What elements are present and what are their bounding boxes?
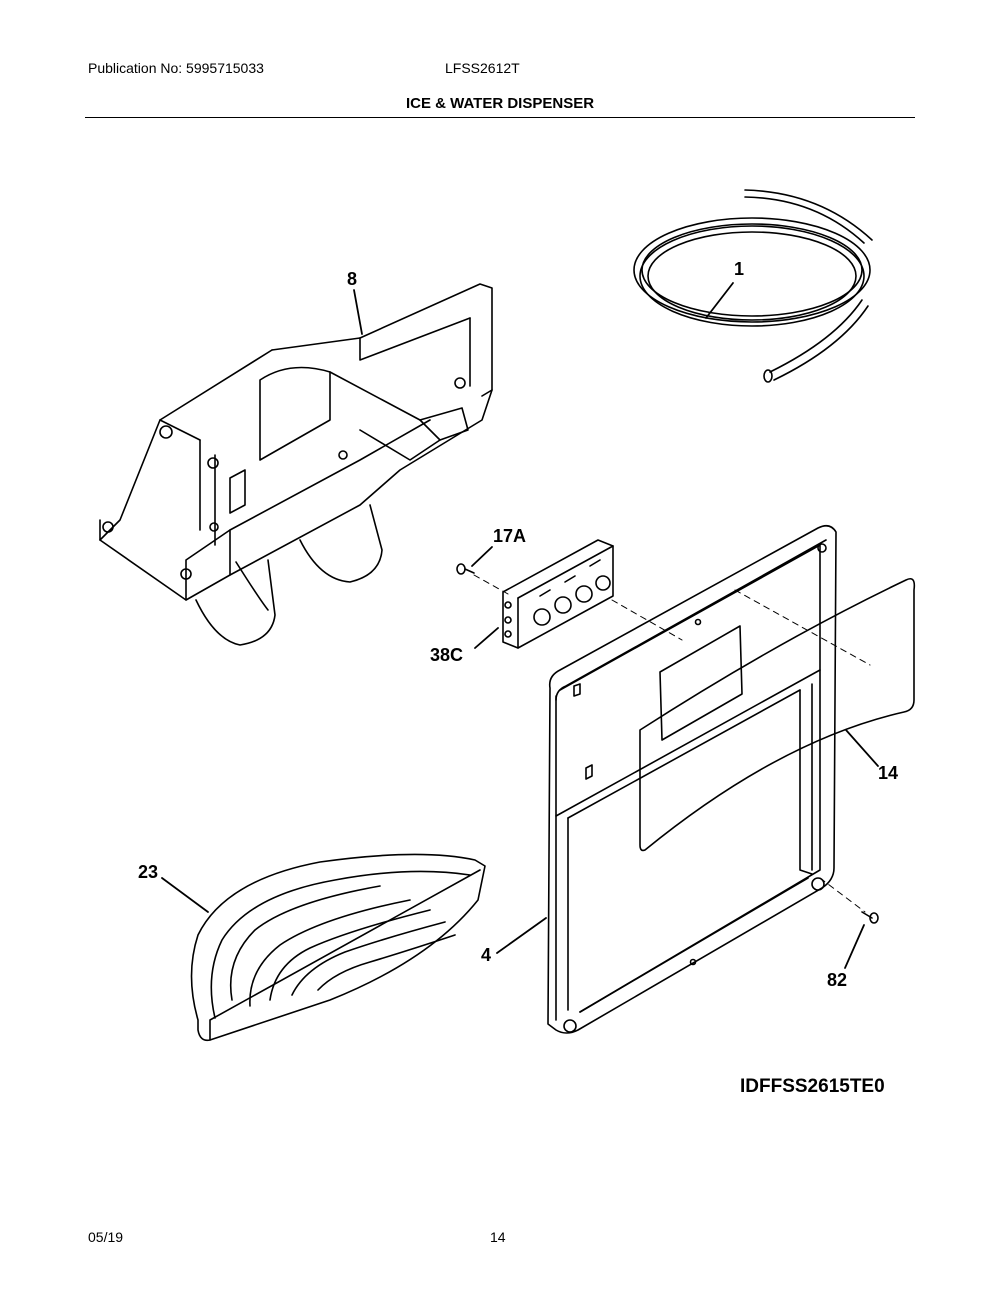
footer-date: 05/19 xyxy=(88,1229,124,1245)
callout-4: 4 xyxy=(481,945,491,965)
control-board-38c xyxy=(502,539,614,649)
screw-82 xyxy=(861,911,879,924)
section-title: ICE & WATER DISPENSER xyxy=(405,95,595,112)
page-number: 14 xyxy=(490,1229,506,1245)
dispenser-frame-4 xyxy=(547,524,837,1034)
cover-panel-14 xyxy=(639,577,916,852)
tubing-coil xyxy=(633,189,873,383)
callout-17a: 17A xyxy=(493,526,526,546)
dispenser-housing xyxy=(99,283,493,646)
callout-8: 8 xyxy=(347,269,357,289)
callout-14: 14 xyxy=(878,763,898,783)
model-number: LFSS2612T xyxy=(445,60,520,76)
leader-lines xyxy=(161,282,879,969)
screw-17a xyxy=(456,563,509,595)
drip-tray-23 xyxy=(190,853,486,1042)
alignment-lines xyxy=(611,589,871,913)
header-rule xyxy=(85,117,915,118)
callout-82: 82 xyxy=(827,970,847,990)
callout-23: 23 xyxy=(138,862,158,882)
callout-38c: 38C xyxy=(430,645,463,665)
diagram-id: IDFFSS2615TE0 xyxy=(740,1076,885,1097)
publication-number: Publication No: 5995715033 xyxy=(88,60,264,76)
callout-1: 1 xyxy=(734,259,744,279)
